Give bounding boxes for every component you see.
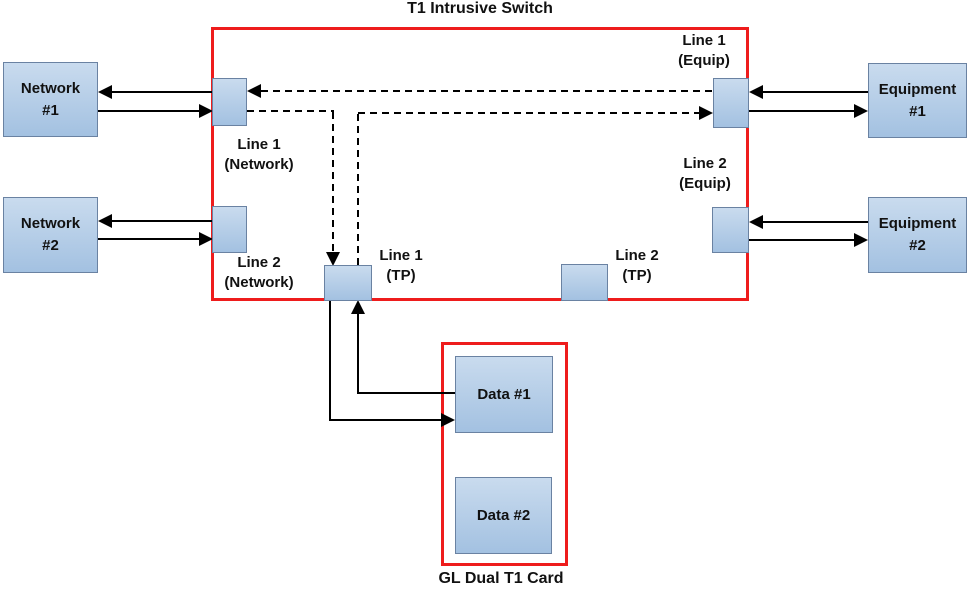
line-port2net-to-network2 [110,220,212,222]
node-equipment1: Equipment #1 [868,63,967,138]
line-equipment2-to-port2equip [763,221,868,223]
label-line2-network: Line 2 (Network) [224,254,294,292]
line-data1-to-tp-vertical [357,314,359,394]
dashed-line-tap-to-equip1-horizontal [358,112,699,114]
port-line2-network [212,206,247,253]
line-port2equip-to-equipment2 [749,239,855,241]
line-tp-to-data1-horizontal [329,419,441,421]
arrowhead-into-line1-tp [326,252,340,266]
line-data1-to-tp-horizontal [357,392,455,394]
line-network2-to-port2net [98,238,199,240]
port-line1-network [212,78,247,126]
arrowhead-into-equipment1 [854,104,868,118]
arrowhead-into-line1-network [247,84,261,98]
node-equipment2: Equipment #2 [868,197,967,273]
dashed-line-equip1-to-network1 [261,90,713,92]
diagram-title: T1 Intrusive Switch [407,0,553,17]
arrowhead-into-port-line2-network [199,232,213,246]
t1-intrusive-switch-frame [211,27,749,301]
node-data1: Data #1 [455,356,553,433]
node-data2: Data #2 [455,477,552,554]
line-port1equip-to-equipment1 [749,110,855,112]
gl-dual-t1-card-frame [441,342,568,566]
arrowhead-into-line1-tp-bottom [351,300,365,314]
node-network2: Network #2 [3,197,98,273]
arrowhead-into-equipment2 [854,233,868,247]
label-line1-tp: Line 1 (TP) [379,247,423,285]
port-line1-tp [324,265,372,301]
port-line2-equip [712,207,749,253]
label-line2-tp: Line 2 (TP) [615,247,659,285]
dashed-line-network1-to-tap-vertical [332,112,334,252]
port-line1-equip [713,78,749,128]
arrowhead-into-network2 [98,214,112,228]
port-line2-tp [561,264,608,301]
card-title: GL Dual T1 Card [438,570,564,587]
line-equipment1-to-port1equip [763,91,868,93]
arrowhead-into-line1-equip [699,106,713,120]
line-port1net-to-network1 [110,91,212,93]
label-line1-network: Line 1 (Network) [224,136,294,174]
arrowhead-into-network1 [98,85,112,99]
label-line1-equip: Line 1 (Equip) [678,32,730,70]
arrowhead-into-port-line1-equip [749,85,763,99]
dashed-line-tap-to-equip1-vertical [357,114,359,265]
arrowhead-into-port-line2-equip [749,215,763,229]
node-network1: Network #1 [3,62,98,137]
line-network1-to-port1net [98,110,199,112]
arrowhead-into-port-line1-network [199,104,213,118]
arrowhead-into-data1 [441,413,455,427]
line-tp-to-data1-vertical [329,301,331,421]
dashed-line-network1-to-tap-horizontal [247,110,334,112]
label-line2-equip: Line 2 (Equip) [679,155,731,193]
